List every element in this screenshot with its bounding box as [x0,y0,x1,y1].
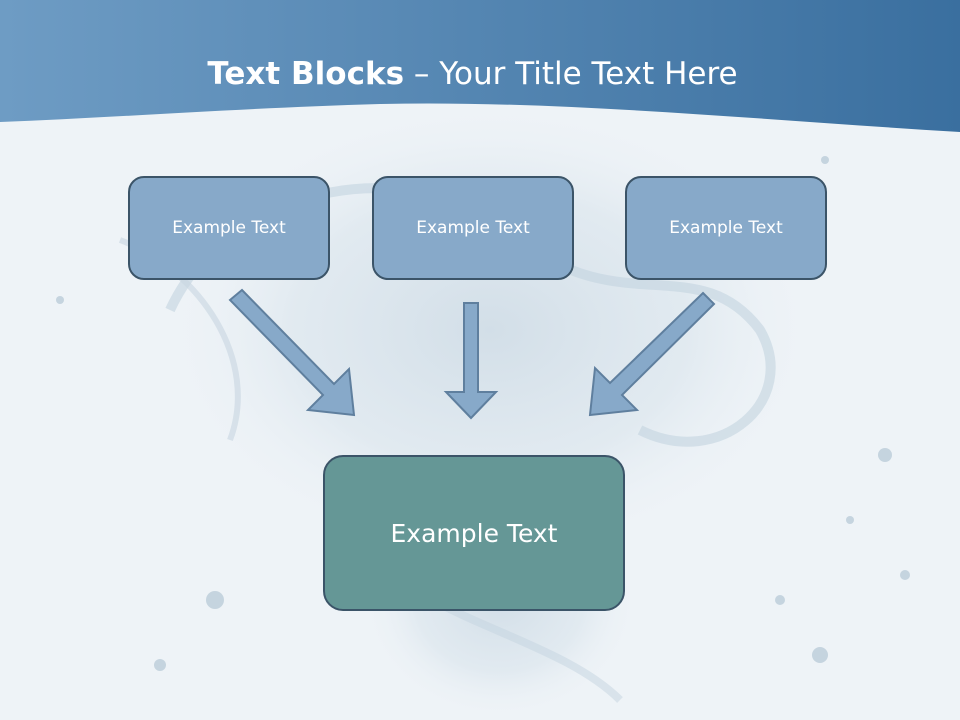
top-box-right-label: Example Text [669,218,783,238]
slide-title: Text Blocks – Your Title Text Here [0,56,945,92]
title-bold-part: Text Blocks [207,56,405,92]
title-separator: – [404,56,440,92]
arrow-right-diagonal [588,291,716,417]
bottom-box: Example Text [323,455,625,611]
arrow-left-diagonal [228,288,356,417]
top-box-left: Example Text [128,176,330,280]
title-rest: Your Title Text Here [439,56,738,92]
top-box-left-label: Example Text [172,218,286,238]
top-box-right: Example Text [625,176,827,280]
bottom-box-label: Example Text [390,518,558,548]
top-box-center: Example Text [372,176,574,280]
arrow-center-down [443,302,499,420]
header-band [0,0,960,132]
top-box-center-label: Example Text [416,218,530,238]
